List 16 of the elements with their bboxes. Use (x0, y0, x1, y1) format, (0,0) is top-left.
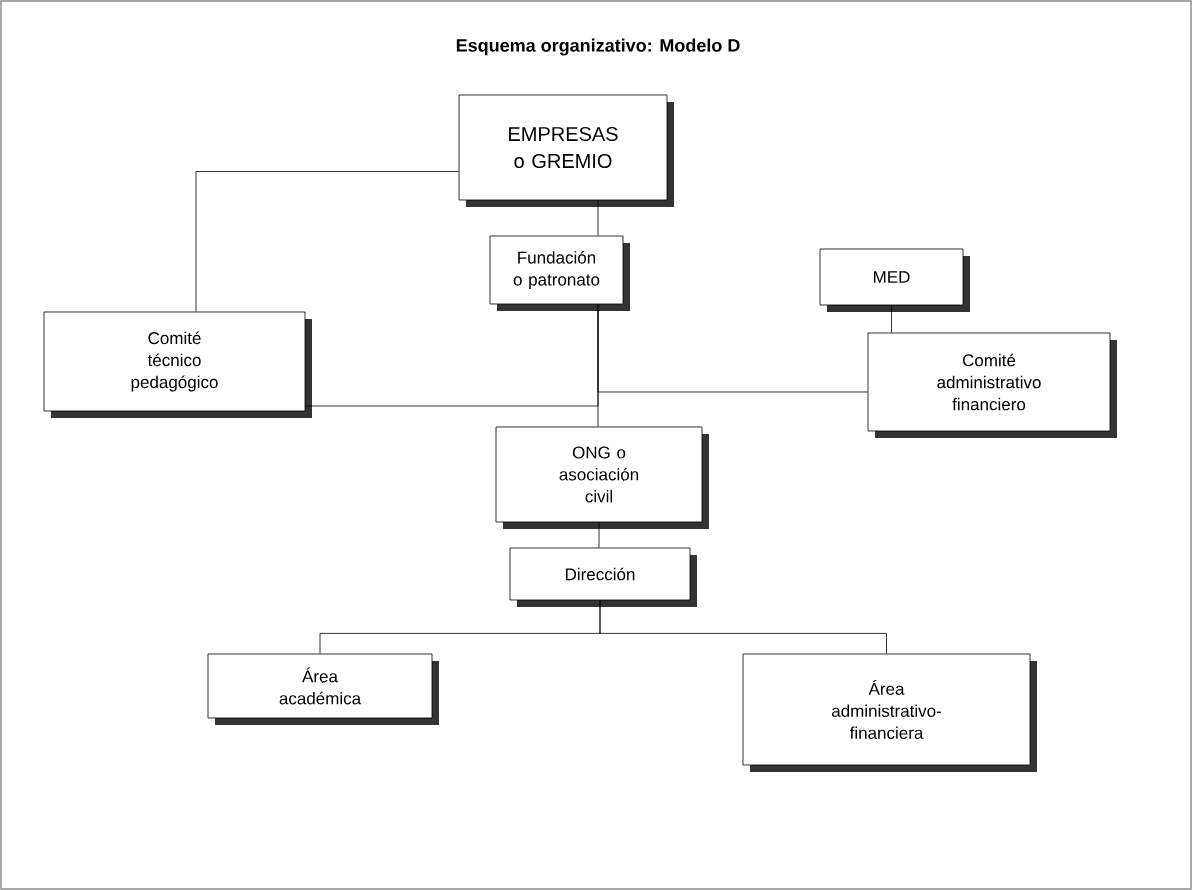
org-box: Dirección (509, 547, 697, 607)
org-box: MED (819, 248, 970, 312)
org-box: EMPRESAS o GREMIO (458, 94, 674, 207)
connector-line (891, 305, 892, 333)
org-box: Comité técnico pedagógico (43, 311, 312, 418)
connector-line (195, 171, 459, 312)
connector-line (598, 522, 600, 548)
org-box: Área académica (207, 653, 439, 725)
org-box: Fundación o patronato (489, 235, 630, 311)
org-box: Área administrativo-financiera (742, 653, 1037, 772)
connector-line (597, 200, 599, 236)
connector-line (597, 304, 868, 393)
org-box: ONG o asociación civil (495, 426, 709, 529)
org-box: Comité administrativo financiero (867, 332, 1117, 438)
title: Esquema organizativo: Modelo D (456, 38, 740, 56)
connector-line (599, 600, 887, 654)
